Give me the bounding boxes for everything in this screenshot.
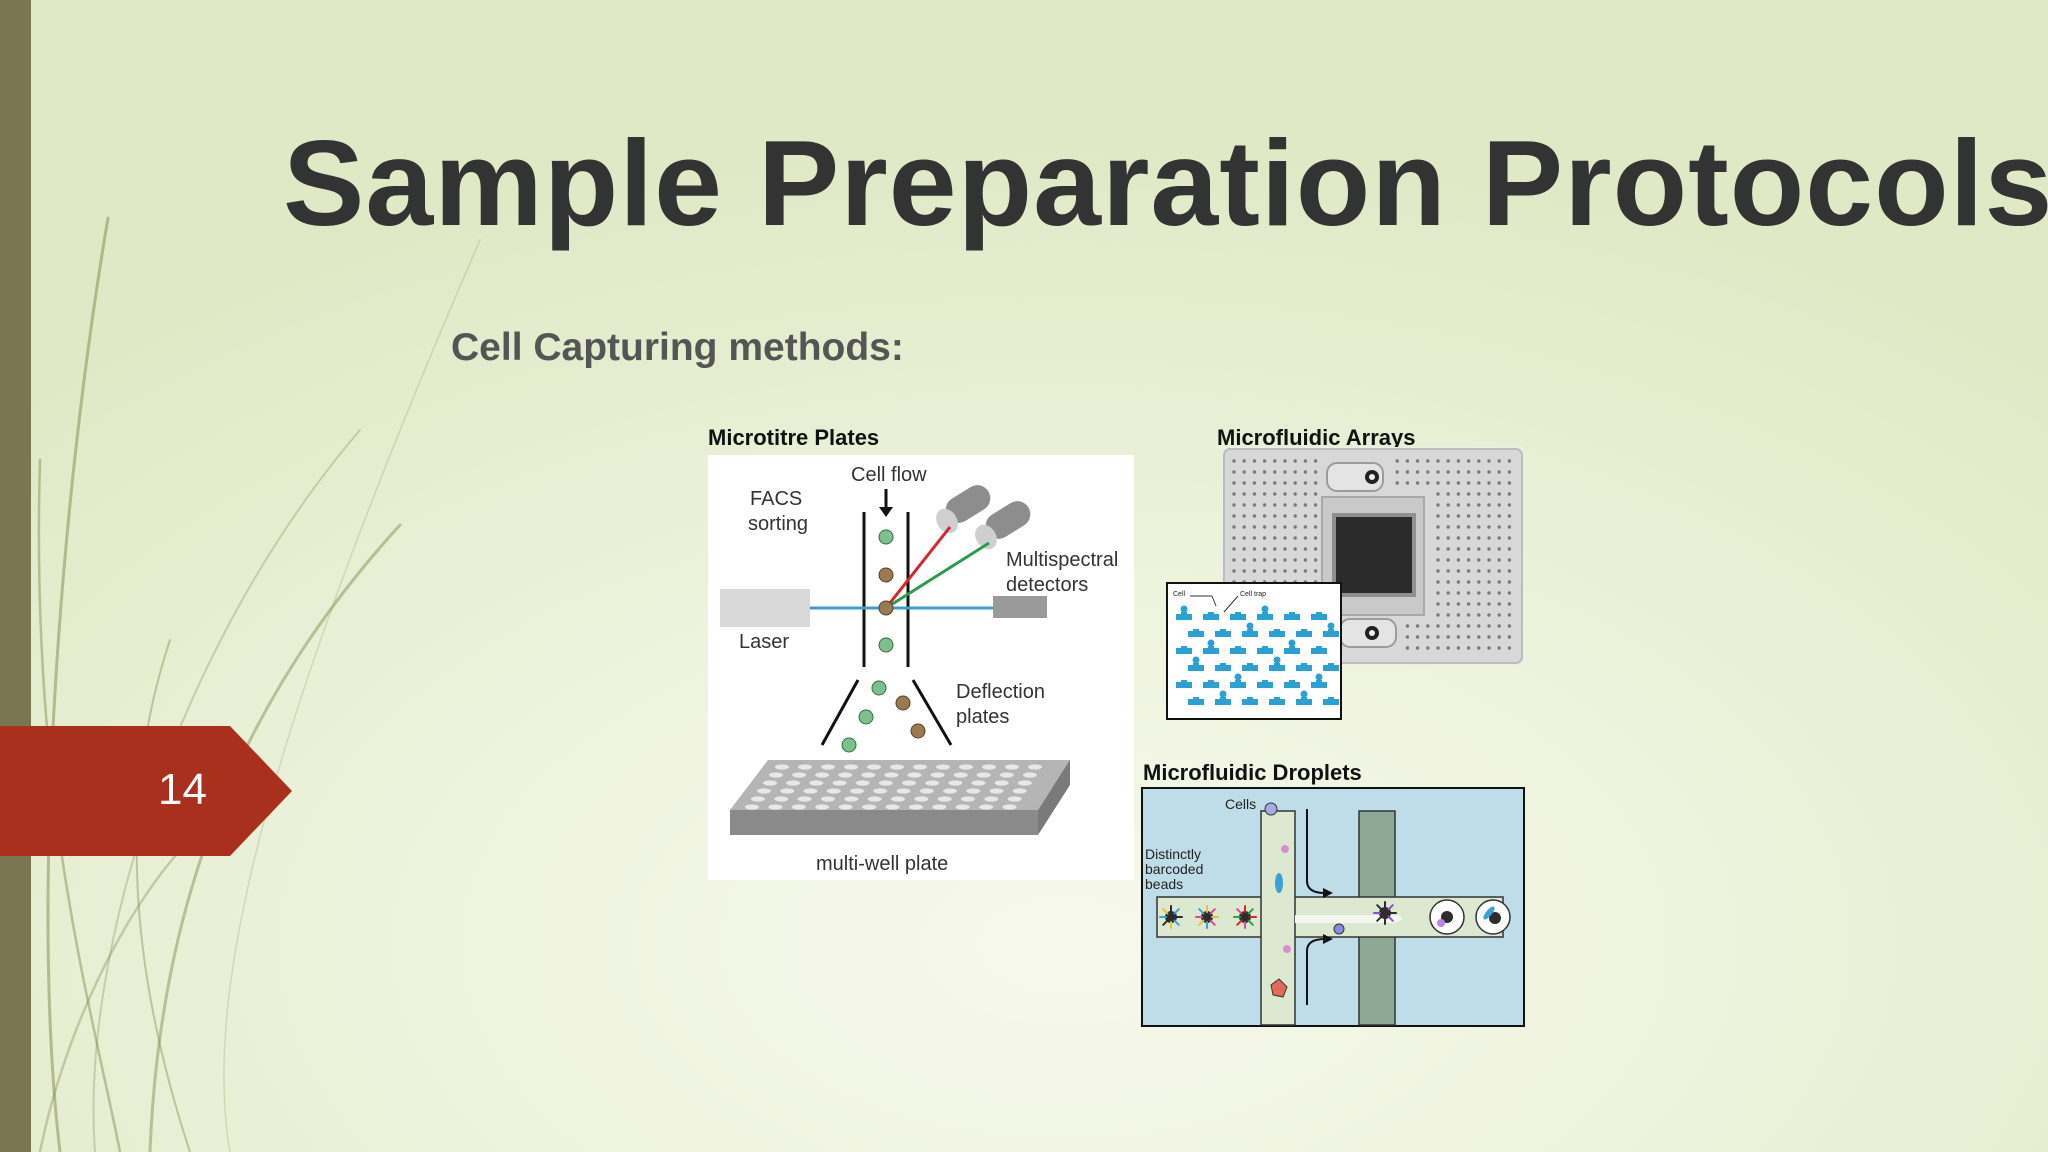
cell-trap-diagram xyxy=(1176,595,1339,705)
beads-text-line-3: beads xyxy=(1145,876,1184,892)
cell-flow-text: Cell flow xyxy=(851,464,927,486)
multispectral-text: Multispectral xyxy=(1006,549,1119,571)
deflection-text: Deflection xyxy=(956,681,1045,703)
facs-diagram xyxy=(720,485,1070,835)
droplet-channel-diagram xyxy=(1156,802,1511,1026)
cell-trap-inset: Cell Cell trap xyxy=(1166,582,1342,720)
laser-text: Laser xyxy=(739,631,790,653)
multi-well-plate-text: multi-well plate xyxy=(816,853,949,875)
detectors-text: detectors xyxy=(1006,574,1089,596)
facs-text: FACS xyxy=(750,488,803,510)
left-accent-bar xyxy=(0,0,31,1152)
microtitre-figure: FACS sorting Cell flow Laser Multispectr… xyxy=(708,455,1134,880)
droplets-figure: Cells Distinctly barcoded beads xyxy=(1141,787,1525,1027)
sorting-text: sorting xyxy=(748,513,809,535)
arrays-label: Microfluidic Arrays xyxy=(1217,425,1416,450)
page-number: 14 xyxy=(158,765,207,814)
microtitre-label: Microtitre Plates xyxy=(708,425,880,450)
plates-text: plates xyxy=(956,706,1010,728)
droplets-label: Microfluidic Droplets xyxy=(1143,760,1362,785)
subtitle: Cell Capturing methods: xyxy=(451,326,904,369)
cells-text: Cells xyxy=(1225,796,1257,812)
inset-cell-trap-text: Cell trap xyxy=(1240,591,1267,598)
beads-text-line-2: barcoded xyxy=(1145,861,1204,877)
beads-text-line-1: Distinctly xyxy=(1145,846,1202,862)
page-number-tag xyxy=(0,726,292,856)
page-title: Sample Preparation Protocols xyxy=(283,115,2048,251)
inset-cell-text: Cell xyxy=(1173,591,1186,598)
